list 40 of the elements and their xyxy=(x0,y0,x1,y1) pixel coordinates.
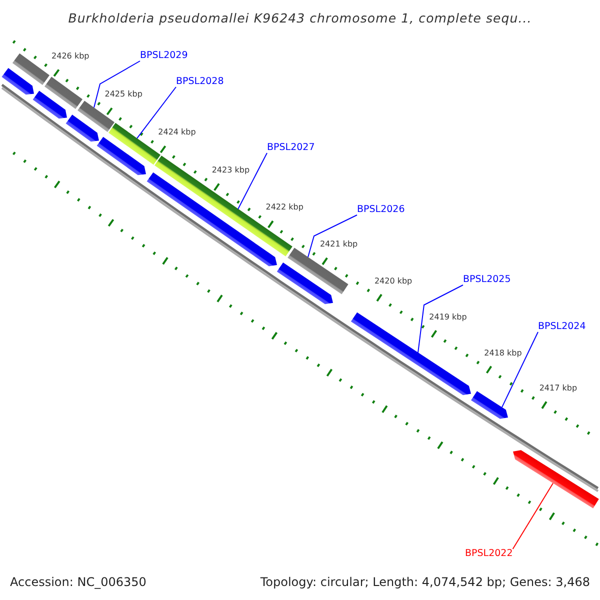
leader-line xyxy=(238,152,268,210)
footer-note: Accession: NC_006350 xyxy=(10,575,146,589)
leader-line xyxy=(418,284,464,354)
scale-label: 2418 kbp xyxy=(484,348,522,358)
scale-label: 2425 kbp xyxy=(104,90,142,99)
gene-label: BPSL2026 xyxy=(357,204,405,216)
leader-line xyxy=(136,86,176,139)
gene-label: BPSL2029 xyxy=(140,50,188,62)
gene-bar xyxy=(288,248,348,294)
pointed-gene-bar xyxy=(32,90,67,119)
gene-bar xyxy=(44,76,82,109)
leader-line xyxy=(512,482,554,550)
pointed-gene-bar xyxy=(513,450,599,508)
scale-label: 2420 kbp xyxy=(374,276,412,286)
gene-bar xyxy=(78,100,114,132)
leader-line xyxy=(308,214,358,258)
gene-label: BPSL2027 xyxy=(267,142,315,154)
scale-label: 2423 kbp xyxy=(212,166,250,174)
pointed-gene-bar xyxy=(2,68,34,95)
gene-label: BPSL2022 xyxy=(465,548,513,560)
map-title: Burkholderia pseudomallei K96243 chromosome 1, complete sequ... xyxy=(68,10,532,26)
scale-label: 2426 kbp xyxy=(52,51,90,60)
scale-label: 2419 kbp xyxy=(429,312,467,322)
leader-line xyxy=(94,60,140,108)
gene-bar xyxy=(12,53,50,85)
scale-label: 2422 kbp xyxy=(266,202,304,212)
gene-bar xyxy=(108,122,160,165)
gene-label: BPSL2028 xyxy=(176,76,224,88)
scale-label: 2424 kbp xyxy=(158,128,196,137)
pointed-gene-bar xyxy=(350,312,471,396)
pointed-gene-bar xyxy=(96,136,146,176)
pointed-gene-bar xyxy=(276,262,333,304)
pointed-gene-bar xyxy=(471,391,508,419)
scale-label: 2421 kbp xyxy=(320,240,358,249)
pointed-gene-bar xyxy=(66,114,99,142)
scale-label: 2417 kbp xyxy=(539,384,578,392)
leader-line xyxy=(502,332,538,408)
gene-label: BPSL2025 xyxy=(463,274,511,286)
gene-label: BPSL2024 xyxy=(538,321,586,333)
footer-note: Topology: circular; Length: 4,074,542 bp; Genes: 3,468 xyxy=(260,575,590,589)
